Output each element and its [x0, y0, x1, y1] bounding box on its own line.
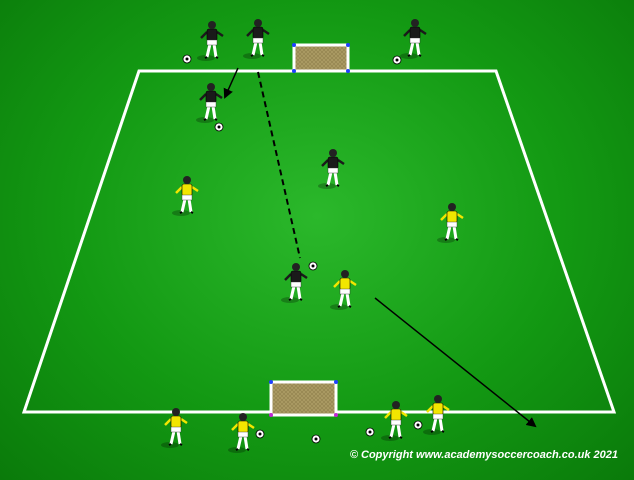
dark-player [243, 19, 270, 59]
dark-player [318, 149, 345, 189]
yellow-player [161, 408, 188, 448]
ball-icon [311, 434, 321, 444]
run-arrow-short [223, 67, 239, 99]
yellow-player [437, 203, 464, 243]
ball-icon [308, 261, 318, 271]
yellow-player [381, 401, 408, 441]
ball-icon [214, 122, 224, 132]
yellow-player [228, 413, 255, 453]
ball-icon [392, 55, 402, 65]
players-group [161, 19, 464, 453]
yellow-player [423, 395, 450, 435]
dark-player [400, 19, 427, 59]
dark-player [281, 263, 308, 303]
balls-group [182, 54, 423, 444]
ball-icon [413, 420, 423, 430]
pitch-boundary [21, 69, 617, 414]
pass-line-dashed [257, 71, 301, 259]
top-goal [292, 43, 350, 73]
yellow-player [172, 176, 199, 216]
ball-icon [365, 427, 375, 437]
copyright-text: © Copyright www.academysoccercoach.co.uk… [349, 449, 618, 461]
dark-player [196, 83, 223, 123]
yellow-player [330, 270, 357, 310]
bottom-goal [269, 380, 338, 417]
ball-icon [182, 54, 192, 64]
dark-player [197, 21, 224, 61]
run-arrow-long [374, 297, 537, 428]
ball-icon [255, 429, 265, 439]
